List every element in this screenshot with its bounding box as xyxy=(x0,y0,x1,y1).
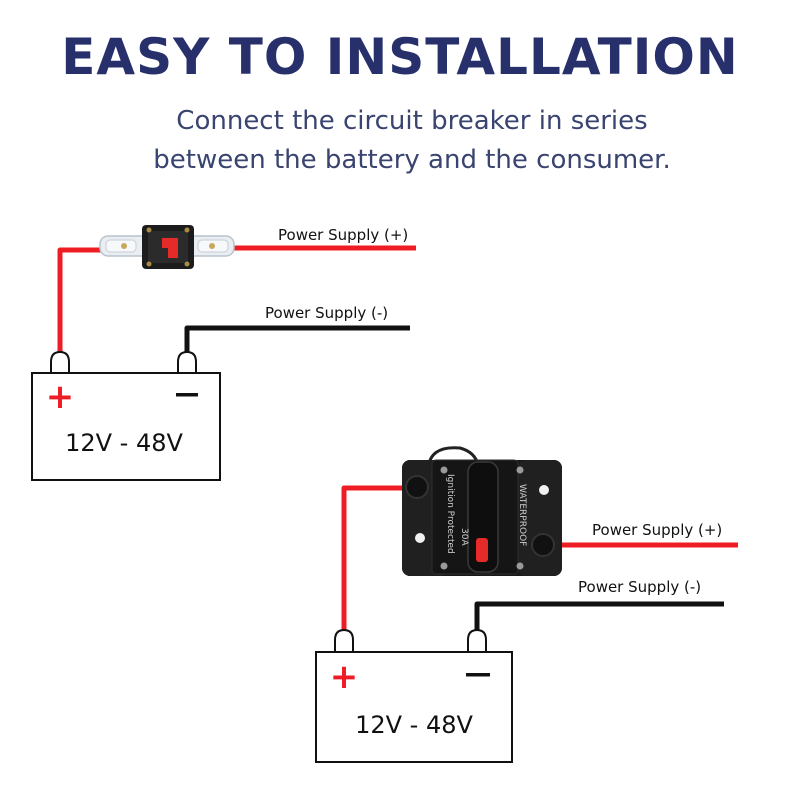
breaker-trip-button xyxy=(476,538,488,562)
subtitle-line-1: Connect the circuit breaker in series xyxy=(176,106,648,136)
bottom-positive-wire xyxy=(341,485,412,632)
bottom-label-positive: Power Supply (+) xyxy=(592,521,722,539)
top-circuit: Power Supply (+) Power Supply (-) + 12V … xyxy=(31,225,416,481)
top-battery-positive-terminal xyxy=(50,350,70,373)
top-positive-wire xyxy=(57,247,110,358)
surface-breaker-device: Ignition Protected 30A WATERPROOF xyxy=(402,446,562,576)
top-plus-sign: + xyxy=(46,377,75,417)
top-label-positive: Power Supply (+) xyxy=(278,226,408,244)
bottom-battery: + 12V - 48V xyxy=(315,628,513,763)
bottom-battery-positive-terminal xyxy=(334,628,354,652)
breaker-side-text: Ignition Protected xyxy=(445,474,455,554)
top-battery-negative-terminal xyxy=(177,350,197,373)
subtitle-line-2: between the battery and the consumer. xyxy=(153,145,671,175)
bottom-minus-sign xyxy=(466,673,490,677)
top-minus-sign xyxy=(176,393,198,397)
breaker-waterproof-text: WATERPROOF xyxy=(517,484,527,546)
bottom-plus-sign: + xyxy=(330,657,359,697)
bottom-circuit: Ignition Protected 30A WATERPROOF Power … xyxy=(315,446,738,763)
top-label-negative: Power Supply (-) xyxy=(265,304,388,322)
breaker-rating-text: 30A xyxy=(459,528,469,546)
bottom-battery-voltage: 12V - 48V xyxy=(355,711,473,739)
page-title: EASY TO INSTALLATION xyxy=(61,28,739,86)
bottom-battery-negative-terminal xyxy=(467,628,487,652)
top-battery-voltage: 12V - 48V xyxy=(65,429,183,457)
top-negative-wire xyxy=(184,325,410,358)
top-battery: + 12V - 48V xyxy=(31,350,221,481)
inline-breaker-device xyxy=(99,225,235,269)
bottom-label-negative: Power Supply (-) xyxy=(578,578,701,596)
bottom-negative-wire xyxy=(474,601,724,632)
